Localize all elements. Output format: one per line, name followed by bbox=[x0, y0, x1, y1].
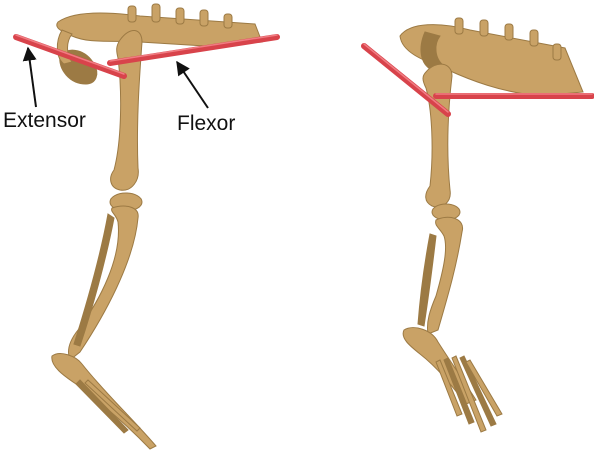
right-hindlimb-model bbox=[400, 18, 583, 432]
flexor-callout-arrow bbox=[177, 62, 208, 108]
extensor-callout-arrow bbox=[28, 48, 36, 107]
left-femur bbox=[111, 30, 142, 190]
left-hindlimb-model bbox=[52, 4, 262, 449]
flexor-label: Flexor bbox=[177, 113, 235, 134]
right-femur bbox=[423, 64, 452, 207]
left-foot bbox=[52, 354, 156, 449]
extensor-label: Extensor bbox=[3, 110, 86, 131]
